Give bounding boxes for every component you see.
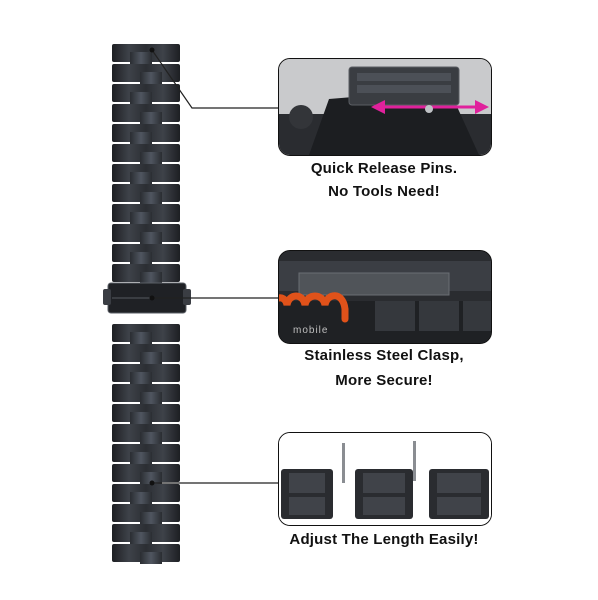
band-link-center xyxy=(130,252,152,264)
leader-line-1a xyxy=(151,50,152,51)
band-link-center xyxy=(140,272,162,284)
band-link-center xyxy=(140,432,162,444)
band-link-center xyxy=(140,352,162,364)
band-link-center xyxy=(140,112,162,124)
band-link-center xyxy=(140,152,162,164)
band-link-center xyxy=(130,212,152,224)
band-link-center xyxy=(130,92,152,104)
band-link-center xyxy=(140,552,162,564)
callout-2-line-1: Stainless Steel Clasp, xyxy=(304,347,464,364)
band-link-center xyxy=(140,232,162,244)
callout-2-line-2: More Secure! xyxy=(335,372,433,389)
band-link-center xyxy=(130,132,152,144)
band-link-center xyxy=(140,72,162,84)
band-link-center xyxy=(130,492,152,504)
clasp-photo xyxy=(279,251,491,343)
inset-quick-release xyxy=(278,58,492,156)
band-link-center xyxy=(130,332,152,344)
callout-3-line-1: Adjust The Length Easily! xyxy=(289,531,479,548)
band-link-center xyxy=(140,192,162,204)
band-link-center xyxy=(130,52,152,64)
band-link-center xyxy=(130,412,152,424)
inset-adjust-length xyxy=(278,432,492,526)
band-link-center xyxy=(140,392,162,404)
watermark-text: mobile xyxy=(293,325,329,336)
callout-1-line-2: No Tools Need! xyxy=(328,183,440,200)
links-photo xyxy=(279,433,491,525)
band-link-center xyxy=(130,372,152,384)
store-logo xyxy=(279,292,349,323)
band-link-center xyxy=(140,512,162,524)
band-link-center xyxy=(130,452,152,464)
band-link-center xyxy=(130,172,152,184)
callout-1-line-1: Quick Release Pins. xyxy=(310,160,458,177)
band-link-center xyxy=(140,472,162,484)
quick-release-photo xyxy=(279,59,491,155)
band-link-center xyxy=(130,532,152,544)
inset-clasp: mobile xyxy=(278,250,492,344)
